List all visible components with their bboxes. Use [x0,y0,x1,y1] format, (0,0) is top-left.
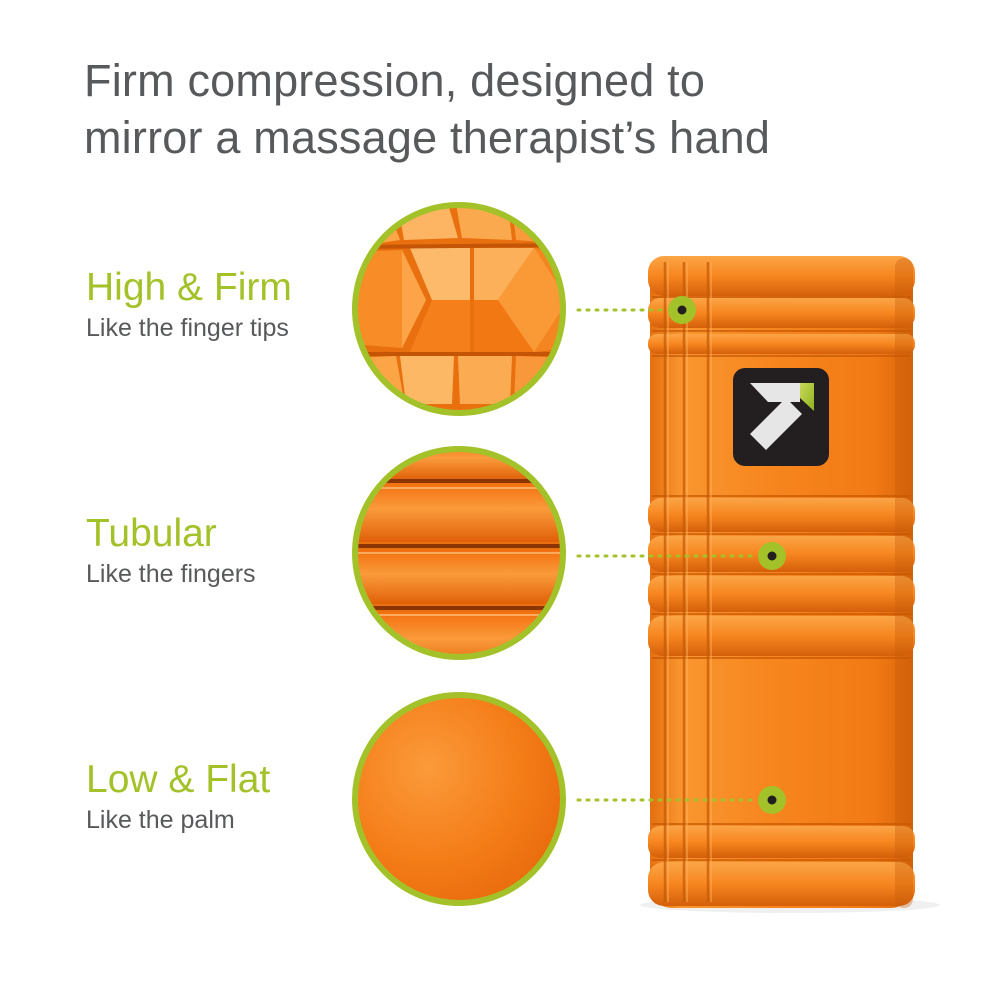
feature-low-flat: Low & Flat Like the palm [86,758,356,835]
headline-line-1: Firm compression, designed to [84,55,706,106]
trigger-point-logo-icon [733,368,829,466]
feature-tubular: Tubular Like the fingers [86,512,356,589]
feature-high-firm: High & Firm Like the finger tips [86,266,356,343]
feature-subtitle: Like the fingers [86,560,256,588]
zoom-circle-low-flat [352,692,566,906]
zoom-circle-tubular [352,446,566,660]
zoom-circle-high-firm [352,202,566,416]
feature-title: Tubular [86,512,217,555]
headline: Firm compression, designed to mirror a m… [84,52,964,166]
feature-subtitle: Like the palm [86,806,235,834]
headline-line-2: mirror a massage therapist’s hand [84,112,771,163]
callout-connectors [576,296,786,814]
callout-dot-2 [758,542,786,570]
foam-roller [648,256,915,908]
feature-subtitle: Like the finger tips [86,314,289,342]
callout-dot-1 [668,296,696,324]
callout-dot-3 [758,786,786,814]
feature-title: Low & Flat [86,758,271,801]
feature-title: High & Firm [86,266,292,309]
